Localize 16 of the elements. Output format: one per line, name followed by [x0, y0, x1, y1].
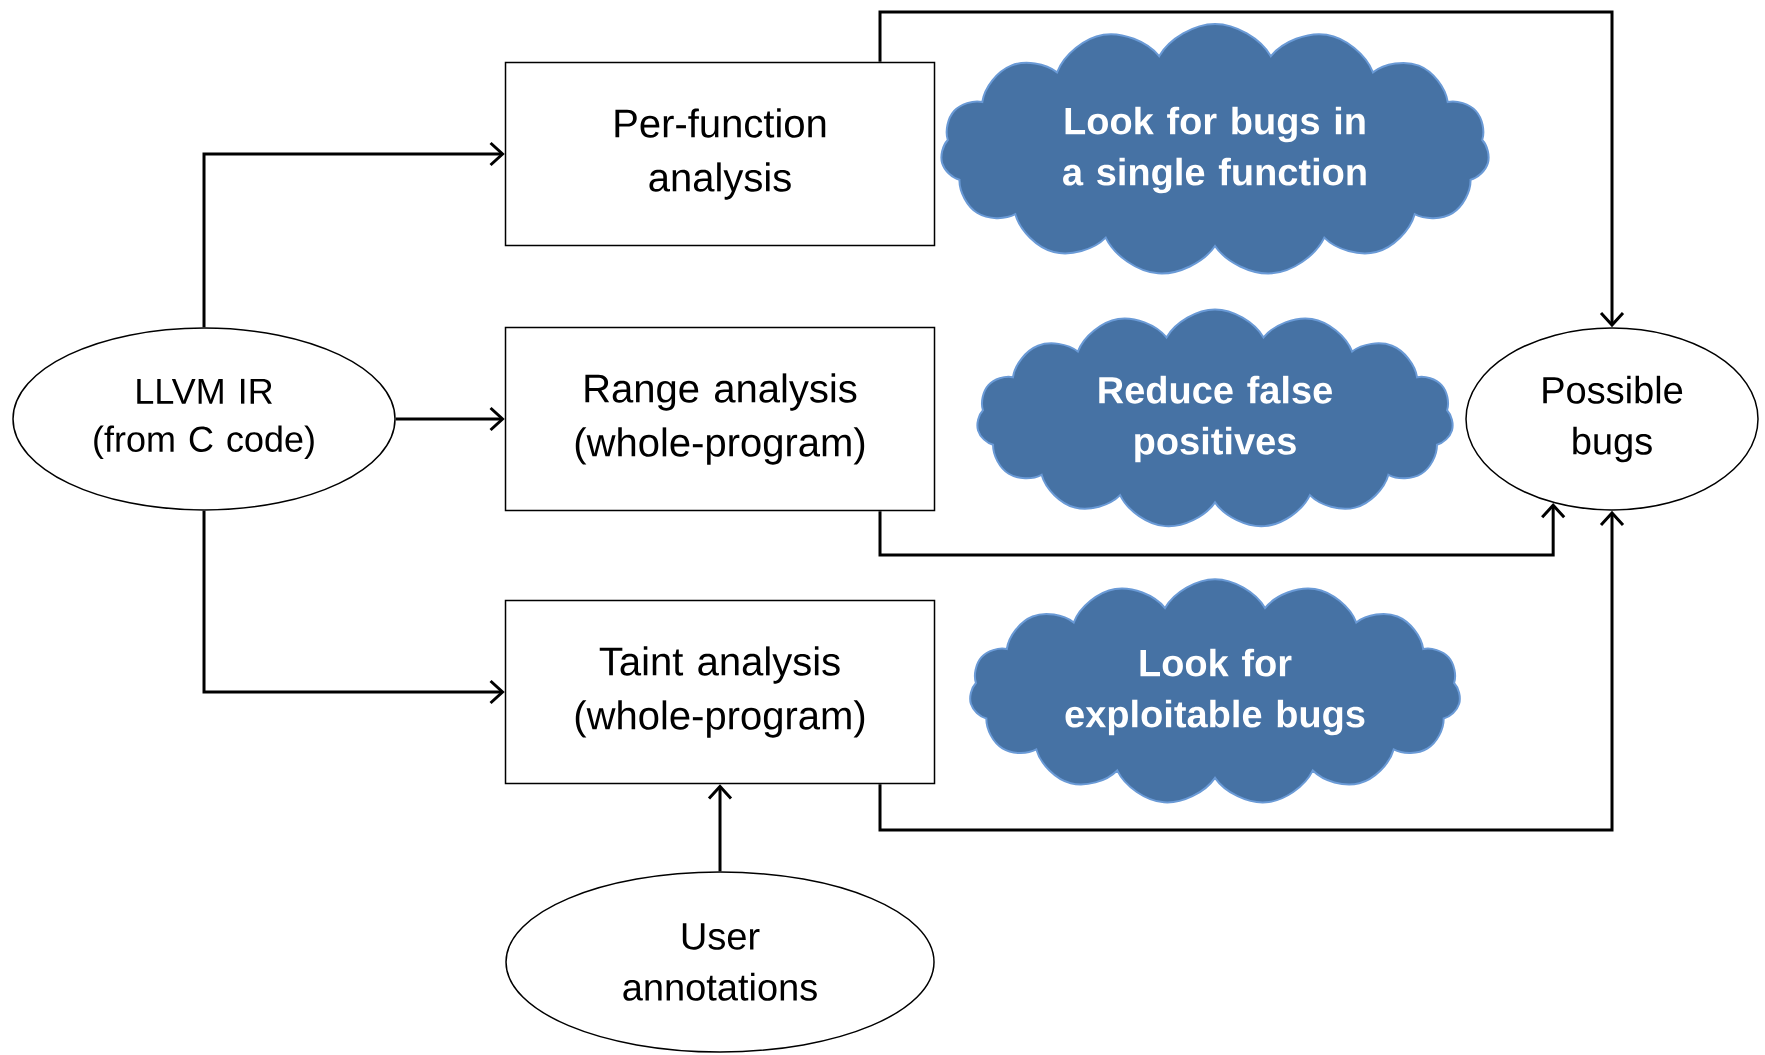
- process-box: Range analysis (whole-program): [504, 326, 936, 512]
- process-box: Per-function analysis: [504, 61, 936, 247]
- arrow: [202, 510, 505, 705]
- ellipse-node: LLVM IR (from C code): [12, 327, 396, 511]
- arrow: [395, 406, 505, 432]
- ellipse-node: User annotations: [505, 871, 935, 1053]
- cloud-callout: Look for bugs in a single function: [940, 22, 1490, 275]
- arrow: [878, 510, 1625, 832]
- arrow: [878, 503, 1566, 557]
- arrow: [202, 141, 505, 328]
- arrow: [878, 10, 1625, 328]
- arrow: [707, 784, 733, 872]
- ellipse-node: Possible bugs: [1465, 327, 1759, 511]
- cloud-callout: Reduce false positives: [976, 308, 1454, 528]
- process-box: Taint analysis (whole-program): [504, 599, 936, 785]
- cloud-callout: Look for exploitable bugs: [969, 578, 1461, 804]
